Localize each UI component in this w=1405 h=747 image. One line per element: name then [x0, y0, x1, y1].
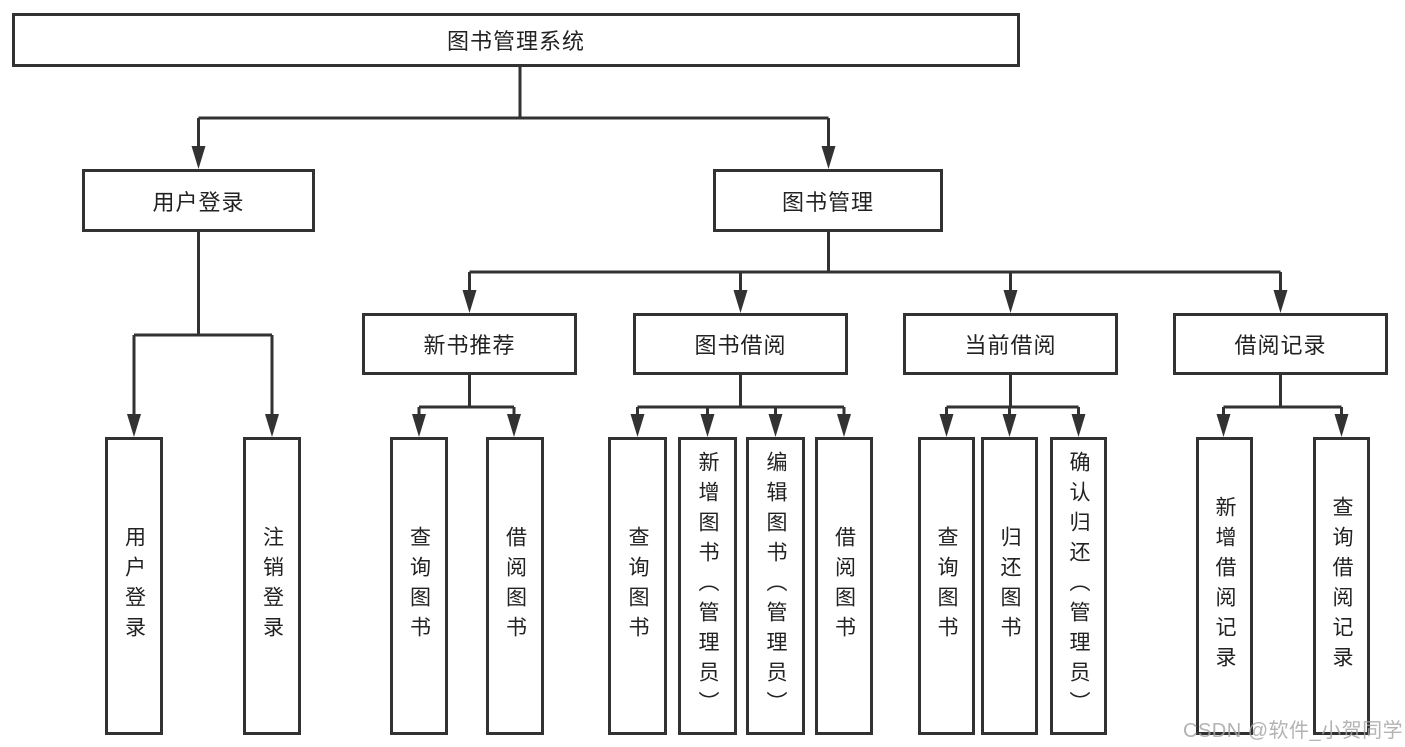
node-label: 注销登录 [260, 526, 284, 646]
node-current-borrow: 当前借阅 [903, 313, 1118, 375]
node-logout-action: 注销登录 [243, 437, 301, 735]
node-label: 归还图书 [998, 526, 1021, 646]
arrow-icon [1216, 414, 1231, 437]
arrow-icon [1273, 290, 1288, 313]
node-label: 图书借阅 [694, 333, 787, 358]
node-edit-books-admin: 编辑图书（管理员） [746, 437, 805, 735]
arrow-icon [507, 414, 521, 437]
arrow-icon [733, 290, 748, 313]
node-query-books-2: 查询图书 [608, 437, 667, 735]
node-borrow-books-2: 借阅图书 [815, 437, 873, 735]
node-label: 确认归还（管理员） [1067, 451, 1090, 721]
arrow-icon [821, 146, 836, 169]
arrow-icon [630, 414, 645, 437]
node-book-borrow: 图书借阅 [633, 313, 848, 375]
node-label: 查询图书 [407, 526, 431, 646]
node-label: 查询图书 [626, 526, 649, 646]
node-user-login: 用户登录 [82, 169, 315, 232]
node-query-books-3: 查询图书 [918, 437, 975, 735]
arrow-icon [837, 414, 851, 437]
node-label: 查询图书 [935, 526, 958, 646]
node-label: 用户登录 [122, 526, 146, 646]
node-label: 新增借阅记录 [1213, 496, 1236, 676]
node-user-login-action: 用户登录 [105, 437, 163, 735]
node-root: 图书管理系统 [12, 13, 1020, 67]
node-label: 借阅图书 [503, 526, 527, 646]
connector-current-to-children [945, 375, 1080, 416]
arrow-icon [1002, 414, 1017, 437]
arrow-icon [191, 146, 206, 169]
node-query-books-1: 查询图书 [390, 437, 448, 735]
connector-records-to-children [1222, 375, 1343, 416]
arrow-icon [265, 414, 279, 437]
connector-mgmt-to-level3 [468, 232, 1282, 292]
node-label: 借阅记录 [1234, 333, 1327, 358]
node-label: 新增图书（管理员） [696, 451, 719, 721]
connector-newbook-to-children [417, 375, 516, 416]
node-borrow-books-1: 借阅图书 [486, 437, 544, 735]
arrow-icon [1334, 414, 1349, 437]
node-label: 图书管理系统 [446, 29, 585, 54]
node-add-books-admin: 新增图书（管理员） [678, 437, 737, 735]
connector-login-to-children [132, 232, 274, 416]
node-label: 编辑图书（管理员） [764, 451, 787, 721]
arrow-icon [412, 414, 426, 437]
arrow-icon [1003, 290, 1018, 313]
arrow-icon [127, 414, 141, 437]
node-label: 图书管理 [781, 189, 874, 215]
arrow-icon [462, 290, 477, 313]
arrow-icon [939, 414, 954, 437]
node-label: 借阅图书 [832, 526, 856, 646]
node-new-book-recommend: 新书推荐 [362, 313, 577, 375]
arrow-icon [700, 414, 715, 437]
node-label: 新书推荐 [423, 333, 516, 358]
node-query-borrow-record: 查询借阅记录 [1313, 437, 1370, 735]
node-book-management: 图书管理 [713, 169, 943, 232]
node-confirm-return-admin: 确认归还（管理员） [1050, 437, 1107, 735]
connector-borrow-to-children [636, 375, 846, 416]
arrow-icon [768, 414, 783, 437]
node-label: 查询借阅记录 [1330, 496, 1353, 676]
node-borrow-records: 借阅记录 [1173, 313, 1388, 375]
watermark: CSDN @软件_小贺同学 [1183, 720, 1404, 742]
node-return-books: 归还图书 [981, 437, 1038, 735]
node-add-borrow-record: 新增借阅记录 [1196, 437, 1253, 735]
connector-root-to-level2 [197, 67, 830, 148]
node-label: 当前借阅 [964, 333, 1057, 358]
node-label: 用户登录 [152, 189, 245, 215]
arrow-icon [1071, 414, 1086, 437]
